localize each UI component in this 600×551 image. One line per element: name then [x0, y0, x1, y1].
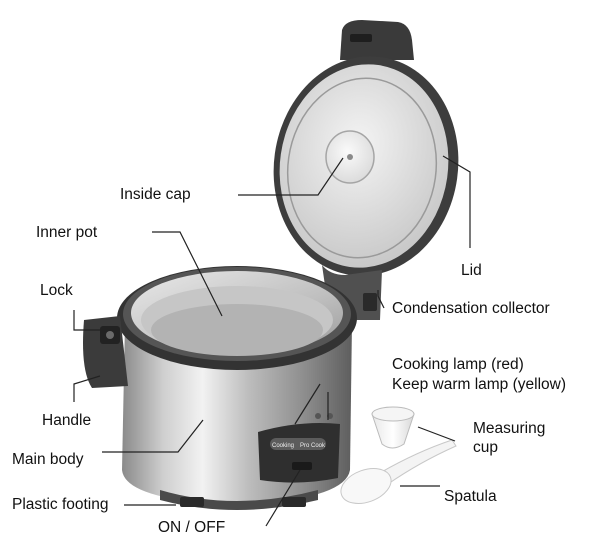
- label-inner-pot: Inner pot: [36, 224, 98, 241]
- leader-handle: [73, 375, 101, 402]
- handle-shape: [83, 316, 128, 388]
- top-rim: [117, 266, 357, 370]
- measuring-cup-shape: [371, 406, 415, 449]
- label-handle: Handle: [42, 412, 92, 429]
- leader-lid: [442, 155, 471, 248]
- label-lock: Lock: [40, 282, 73, 299]
- leader-condensation-collector: [377, 290, 385, 309]
- leader-lock: [73, 310, 104, 331]
- badge-right: Pro Cook: [300, 443, 326, 449]
- lid-hinge: [340, 20, 414, 60]
- label-plastic-footing: Plastic footing: [12, 496, 109, 513]
- label-condensation-collector: Condensation collector: [392, 300, 550, 317]
- label-measuring-cup-1: Measuring: [473, 420, 546, 437]
- label-keep-warm-lamp: Keep warm lamp (yellow): [392, 376, 566, 393]
- label-inside-cap: Inside cap: [120, 186, 191, 203]
- leader-on-off: [265, 469, 301, 527]
- label-on-off: ON / OFF: [158, 519, 226, 536]
- label-measuring-cup-2: cup: [473, 439, 498, 456]
- label-main-body: Main body: [12, 451, 84, 468]
- on-off-switch: [292, 462, 312, 470]
- leader-main-body: [102, 419, 204, 453]
- leader-cooking-lamp: [294, 383, 321, 425]
- leader-inside-cap: [238, 157, 344, 196]
- control-panel: Cooking Pro Cook: [258, 413, 340, 483]
- badge-left: Cooking: [272, 443, 294, 449]
- label-spatula: Spatula: [444, 488, 497, 505]
- spatula-shape: [340, 439, 457, 504]
- leader-measuring-cup: [417, 426, 456, 442]
- leader-lines: [73, 155, 471, 527]
- lid-assembly: [273, 56, 459, 276]
- label-lid: Lid: [461, 262, 482, 279]
- cooking-lamp-icon: [315, 413, 321, 419]
- label-cooking-lamp: Cooking lamp (red): [392, 356, 524, 373]
- leader-inner-pot: [152, 231, 223, 317]
